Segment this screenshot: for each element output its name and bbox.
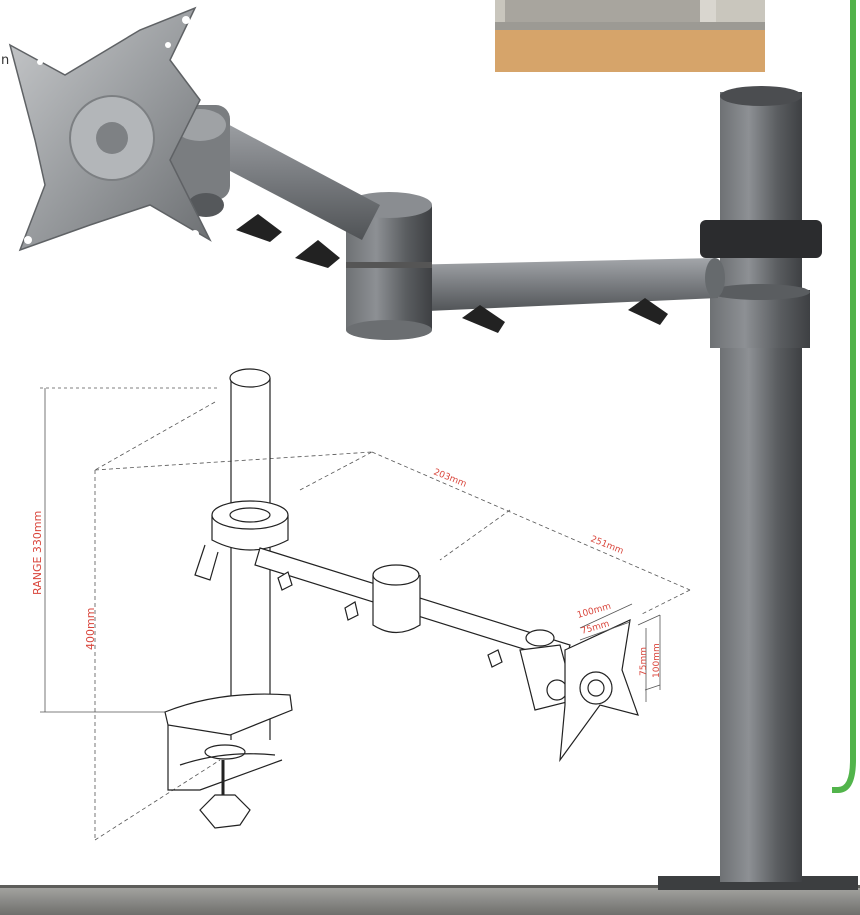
inset-photo: [495, 0, 765, 72]
vesa-75-vertical-label: 75mm: [639, 647, 649, 676]
elbow-joint: [346, 192, 432, 340]
lower-arm: [400, 258, 725, 333]
main-pole: [658, 86, 858, 890]
vesa-100-vertical-label: 100mm: [652, 643, 662, 678]
technical-drawing: [40, 368, 691, 841]
reference-plane: [94, 401, 691, 841]
range-label: RANGE 330mm: [31, 511, 44, 595]
vesa-plate: [8, 6, 212, 252]
upper-arm: [190, 112, 380, 268]
height-label: 400mm: [84, 608, 97, 650]
desk-surface: [0, 887, 860, 915]
page-text-fragment: n: [1, 53, 9, 68]
upper-arm-length-label: 203mm: [432, 468, 468, 490]
lower-arm-length-label: 251mm: [589, 535, 625, 557]
green-panel-border: [832, 0, 856, 793]
vesa-100-horizontal-label: 100mm: [576, 602, 612, 621]
